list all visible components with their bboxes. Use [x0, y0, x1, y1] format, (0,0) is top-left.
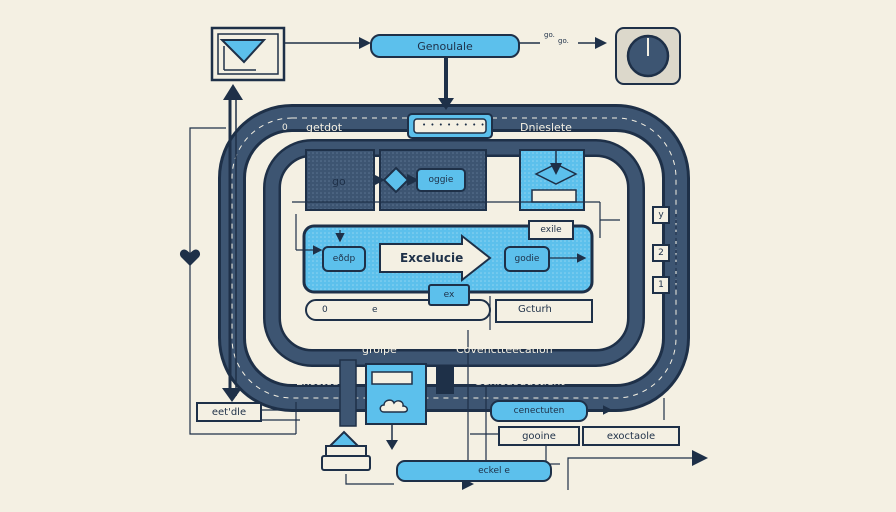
exoctaole-box[interactable]: exoctaole: [582, 426, 680, 446]
number-1: 1: [658, 280, 664, 290]
eetidle-label: eet'dle: [211, 406, 247, 418]
gcturh-bar: [495, 299, 593, 323]
eckel-button[interactable]: eckel e: [396, 460, 552, 482]
bubble-right[interactable]: godie: [504, 246, 550, 272]
execute-label: Excelucie: [400, 251, 464, 265]
number-box-1: 1: [652, 276, 670, 294]
exoctaole-label: exoctaole: [606, 430, 656, 442]
cenectuten-button[interactable]: cenectuten: [490, 400, 588, 422]
cenectuten-label: cenectuten: [513, 406, 565, 416]
clock-icon: [614, 26, 681, 86]
go-panel: [305, 149, 375, 211]
go-label-top: go.: [544, 31, 555, 39]
row-e-label: e: [372, 305, 378, 315]
ex-label: ex: [443, 290, 455, 300]
execute-track-label: Excctce: [296, 375, 339, 388]
getdot-marker: 0: [282, 123, 288, 133]
row-zero-label: 0: [322, 305, 328, 315]
number-y: y: [658, 210, 664, 220]
goone-box[interactable]: gooine: [498, 426, 580, 446]
bubble-left[interactable]: eðdp: [322, 246, 366, 272]
chip-dots: • • • • • • • •: [422, 121, 486, 129]
gcturh-label: Gcturh: [518, 304, 552, 315]
exile-box[interactable]: exile: [528, 220, 574, 240]
heart-icon: [179, 248, 201, 268]
cloud-icon: [378, 396, 414, 416]
gunicdoductient-label: Gunicdoductient: [474, 375, 565, 388]
dnieslete-label: Dnieslete: [520, 121, 572, 134]
play-icon: [692, 450, 708, 466]
eckel-label: eckel e: [478, 466, 510, 476]
bubble-left-label: eðdp: [332, 254, 356, 264]
execute-arrow: [379, 233, 492, 283]
monitor-icon: [210, 26, 286, 82]
bubble-right-label: godie: [514, 254, 540, 264]
number-box-2: 2: [652, 244, 670, 262]
exile-label: exile: [540, 225, 562, 235]
oggie-node[interactable]: oggie: [416, 168, 466, 192]
decision-diamond: [382, 166, 410, 194]
eetidle-box[interactable]: eet'dle: [196, 402, 262, 422]
converter-label: Covenctteecation: [456, 343, 553, 356]
oggie-label: oggie: [428, 175, 454, 185]
funnel-icon: [327, 430, 361, 447]
generate-button[interactable]: Genoulale: [370, 34, 520, 58]
generate-label: Genoulale: [417, 39, 473, 53]
goone-label: gooine: [522, 430, 556, 442]
go-label-top-2: go.: [558, 37, 569, 45]
number-box-y: y: [652, 206, 670, 224]
go-box-label: go: [332, 175, 346, 188]
getdot-label: getdot: [306, 121, 343, 134]
number-2: 2: [658, 248, 664, 258]
ex-node[interactable]: ex: [428, 284, 470, 306]
groipe-label: groipe: [362, 343, 397, 356]
